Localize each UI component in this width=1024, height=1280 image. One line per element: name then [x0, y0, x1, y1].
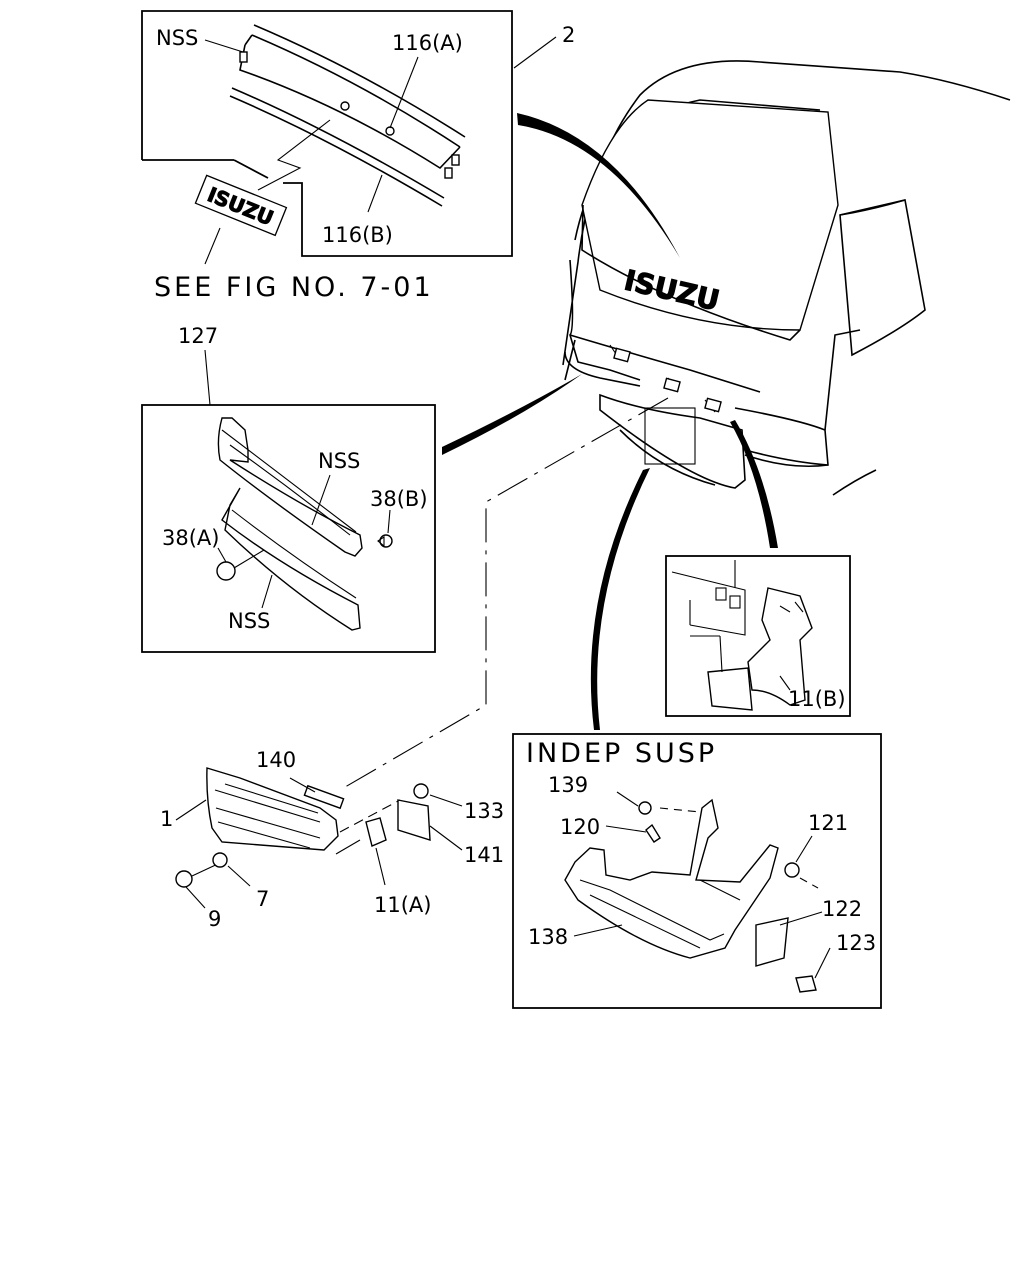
vehicle-front: ISUZU [562, 60, 1011, 496]
label-9: 9 [208, 907, 221, 931]
leader-curve-bumper [442, 374, 582, 455]
label-1: 1 [160, 807, 173, 831]
label-116b: 116(B) [322, 223, 393, 247]
label-nss-top: NSS [156, 26, 198, 50]
leader-curve-undercover [590, 468, 650, 730]
label-140: 140 [256, 748, 296, 772]
label-116a: 116(A) [392, 31, 463, 55]
label-indep-susp: INDEP SUSP [526, 738, 717, 769]
leader-curve-molding [517, 113, 680, 258]
label-120: 120 [560, 815, 600, 839]
label-38a: 38(A) [162, 526, 219, 550]
label-nss-mid-lower: NSS [228, 609, 270, 633]
label-121: 121 [808, 811, 848, 835]
label-11a: 11(A) [374, 893, 431, 917]
label-7: 7 [256, 887, 269, 911]
label-133: 133 [464, 799, 504, 823]
label-38b: 38(B) [370, 487, 428, 511]
undercover-inset: INDEP SUSP 139 120 121 122 123 138 [512, 733, 882, 1009]
molding-inset: ISUZU NSS 116(A) 116(B) [141, 10, 513, 265]
isuzu-emblem: ISUZU [194, 174, 288, 237]
label-123: 123 [836, 931, 876, 955]
bracket-inset: 11(B) [665, 555, 851, 717]
leader-dash-grille [339, 397, 669, 791]
label-2: 2 [562, 23, 575, 47]
see-fig-reference: SEE FIG NO. 7-01 [154, 272, 434, 303]
bumper-inset: NSS 38(B) 38(A) NSS [141, 349, 436, 653]
label-127: 127 [178, 324, 218, 348]
grille-parts: 140 1 133 141 9 7 11(A) [160, 748, 504, 931]
label-139: 139 [548, 773, 588, 797]
label-138: 138 [528, 925, 568, 949]
leader-curve-bracket [730, 420, 778, 548]
label-11b: 11(B) [788, 687, 846, 711]
label-141: 141 [464, 843, 504, 867]
label-122: 122 [822, 897, 862, 921]
label-nss-mid-upper: NSS [318, 449, 360, 473]
